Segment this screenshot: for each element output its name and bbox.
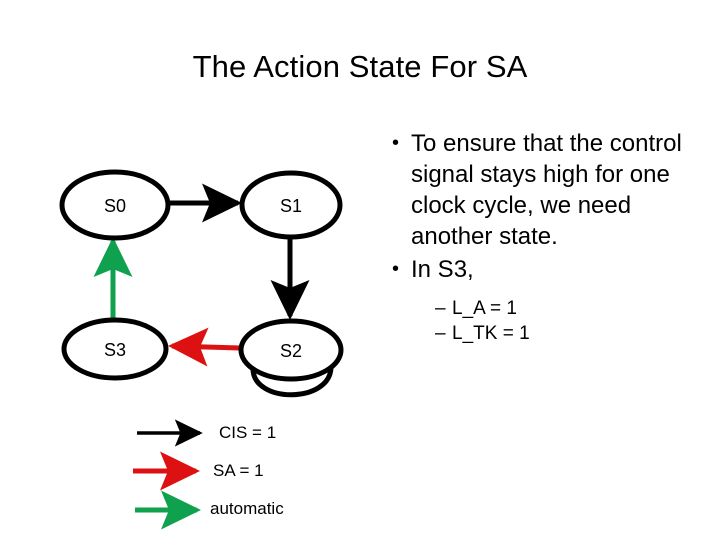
subbullet-text: L_TK = 1 [452,323,530,344]
bullet-text: To ensure that the control signal stays … [411,130,682,250]
transition-s2-self-loop [250,363,334,398]
legend-item-label-cis: CIS = 1 [219,423,277,442]
state-transition-diagram: S0 S1 S3 S2 [0,120,380,540]
bullet-text: In S3, [411,256,474,283]
legend-item-label-automatic: automatic [210,499,284,518]
subbullet-marker: – [435,298,446,319]
subbullet-group: – L_A = 1 – L_TK = 1 [392,296,702,346]
bullet-marker: • [392,258,400,280]
subbullet-text: L_A = 1 [452,298,517,319]
bullet-marker: • [392,132,400,154]
state-node-s1[interactable]: S1 [239,170,343,240]
state-label-s1: S1 [280,196,302,216]
subbullet-item: – L_TK = 1 [435,321,702,346]
state-node-s2[interactable]: S2 [238,318,344,382]
bullet-item: • To ensure that the control signal stay… [392,128,702,252]
subbullet-item: – L_A = 1 [435,296,702,321]
state-label-s3: S3 [104,340,126,360]
state-node-s0[interactable]: S0 [59,169,171,241]
subbullet-marker: – [435,323,446,344]
state-label-s0: S0 [104,196,126,216]
legend-item-label-sa: SA = 1 [213,461,264,480]
state-node-s3[interactable]: S3 [61,317,169,381]
page-title: The Action State For SA [192,49,528,84]
transition-s2-to-s3 [168,327,241,367]
state-label-s2: S2 [280,341,302,361]
bullet-item: • In S3, [392,254,702,285]
content-text-panel: • To ensure that the control signal stay… [392,128,702,346]
